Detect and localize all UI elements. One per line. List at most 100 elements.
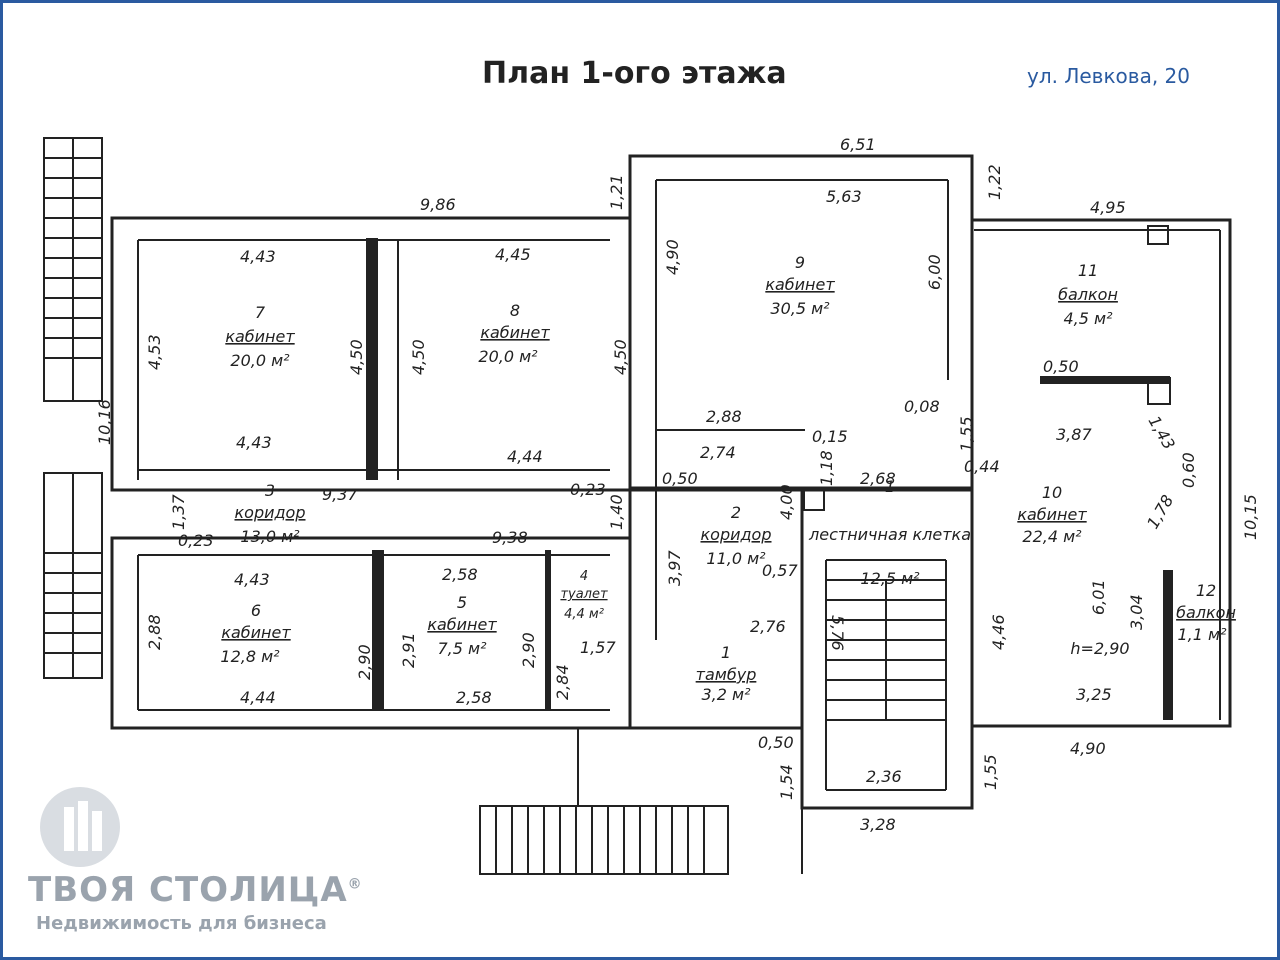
room-area: 11,0 м² — [706, 549, 766, 568]
room-area: 1,1 м² — [1177, 625, 1227, 644]
dim-label: 4,45 — [495, 245, 531, 264]
dim-label: 0,23 — [178, 531, 214, 550]
ceiling-height: h=2,90 — [1070, 639, 1129, 658]
dim-label: 4,44 — [240, 688, 276, 707]
room-area: 4,4 м² — [564, 607, 604, 622]
dim-label: 4,50 — [611, 339, 630, 375]
room-area: 4,5 м² — [1063, 309, 1113, 328]
dim-label: 9,86 — [420, 195, 456, 214]
dim-label: 4,43 — [234, 570, 270, 589]
room-area: 7,5 м² — [437, 639, 487, 658]
room-name: кабинет — [765, 275, 835, 294]
dim-label: 9,37 — [322, 485, 358, 504]
dim-label: 4,53 — [145, 334, 164, 370]
dim-label: 2,90 — [355, 644, 374, 680]
room-number: 10 — [1042, 483, 1062, 502]
dim-label: 4,46 — [989, 614, 1008, 650]
dim-label: 1,43 — [1145, 413, 1179, 453]
dim-label: 2,90 — [519, 632, 538, 668]
brand-name: ТВОЯ СТОЛИЦА® — [28, 870, 363, 910]
dim-label: 4,95 — [1090, 198, 1126, 217]
room-name: кабинет — [225, 327, 295, 346]
room-number: 1 — [721, 643, 731, 662]
dim-label: 0,15 — [812, 427, 848, 446]
dim-label: 1,54 — [777, 764, 796, 800]
dim-label: 0,57 — [762, 561, 798, 580]
dim-label: 2,36 — [866, 767, 902, 786]
room-area: 22,4 м² — [1022, 527, 1082, 546]
dim-label: 1,55 — [981, 754, 1000, 790]
room-area: 30,5 м² — [770, 299, 830, 318]
room-number: 1 — [885, 477, 895, 496]
room-name: тамбур — [696, 665, 757, 684]
dim-label: 1,37 — [169, 494, 188, 530]
dim-label: 6,00 — [925, 254, 944, 290]
dim-label: 10,15 — [1241, 494, 1260, 540]
room-name: лестничная клетка — [808, 525, 971, 544]
address-label: ул. Левкова, 20 — [1027, 64, 1190, 88]
dim-label: 2,91 — [399, 632, 418, 668]
room-area: 13,0 м² — [240, 527, 300, 546]
room-number: 12 — [1196, 581, 1216, 600]
dim-label: 2,88 — [145, 614, 164, 650]
dim-label: 0,50 — [1043, 357, 1079, 376]
dim-label: 1,57 — [580, 638, 616, 657]
dim-label: 0,50 — [662, 469, 698, 488]
room-area: 12,8 м² — [220, 647, 280, 666]
room-labels: 7 кабинет 20,0 м² 8 кабинет 20,0 м² 9 ка… — [220, 253, 1236, 704]
dim-label: 0,23 — [570, 480, 606, 499]
room-name: коридор — [700, 525, 771, 544]
plan-title: План 1-ого этажа — [482, 56, 787, 91]
room-name: кабинет — [1017, 505, 1087, 524]
dim-label: 4,50 — [409, 339, 428, 375]
room-number: 6 — [251, 601, 261, 620]
dim-label: 1,78 — [1143, 492, 1177, 532]
room-number: 9 — [795, 253, 805, 272]
room-name: балкон — [1176, 603, 1236, 622]
dim-label: 3,97 — [665, 550, 684, 586]
room-number: 7 — [255, 303, 266, 322]
dim-label: 4,43 — [236, 433, 272, 452]
dim-label: 3,28 — [860, 815, 896, 834]
brand-logo — [40, 787, 120, 867]
room-name: коридор — [234, 503, 305, 522]
dim-label: 2,76 — [750, 617, 786, 636]
dim-label: 9,38 — [492, 528, 528, 547]
room-number: 4 — [580, 569, 588, 584]
dim-label: 1,22 — [985, 164, 1004, 200]
room-name: кабинет — [221, 623, 291, 642]
dim-label: 3,87 — [1056, 425, 1092, 444]
dim-label: 2,68 — [860, 469, 896, 488]
dim-label: 2,88 — [706, 407, 742, 426]
dim-label: 6,01 — [1089, 579, 1108, 615]
room-name: туалет — [560, 587, 608, 602]
dim-label: 1,18 — [817, 450, 836, 486]
dim-label: 4,90 — [1070, 739, 1106, 758]
dim-label: 4,50 — [347, 339, 366, 375]
dim-label: 5,76 — [828, 615, 847, 651]
room-name: балкон — [1058, 285, 1118, 304]
dim-label: 0,44 — [964, 457, 1000, 476]
room-number: 3 — [265, 481, 275, 500]
dim-label: 0,08 — [904, 397, 940, 416]
dim-label: 1,21 — [607, 174, 626, 210]
dim-label: 4,90 — [663, 239, 682, 275]
dim-label: 1,40 — [607, 494, 626, 530]
dim-label: 10,16 — [95, 399, 114, 445]
room-number: 11 — [1078, 261, 1098, 280]
room-name: кабинет — [427, 615, 497, 634]
dim-label: 6,51 — [840, 135, 876, 154]
dim-label: 2,58 — [456, 688, 492, 707]
room-name: кабинет — [480, 323, 550, 342]
room-area: 12,5 м² — [860, 569, 920, 588]
room-number: 8 — [510, 301, 520, 320]
brand-tagline: Недвижимость для бизнеса — [36, 913, 327, 934]
dim-label: 2,84 — [553, 664, 572, 700]
room-area: 20,0 м² — [230, 351, 290, 370]
dim-label: 4,43 — [240, 247, 276, 266]
dim-label: 3,25 — [1076, 685, 1112, 704]
dim-label: 2,74 — [700, 443, 736, 462]
dim-label: 1,55 — [957, 416, 976, 452]
